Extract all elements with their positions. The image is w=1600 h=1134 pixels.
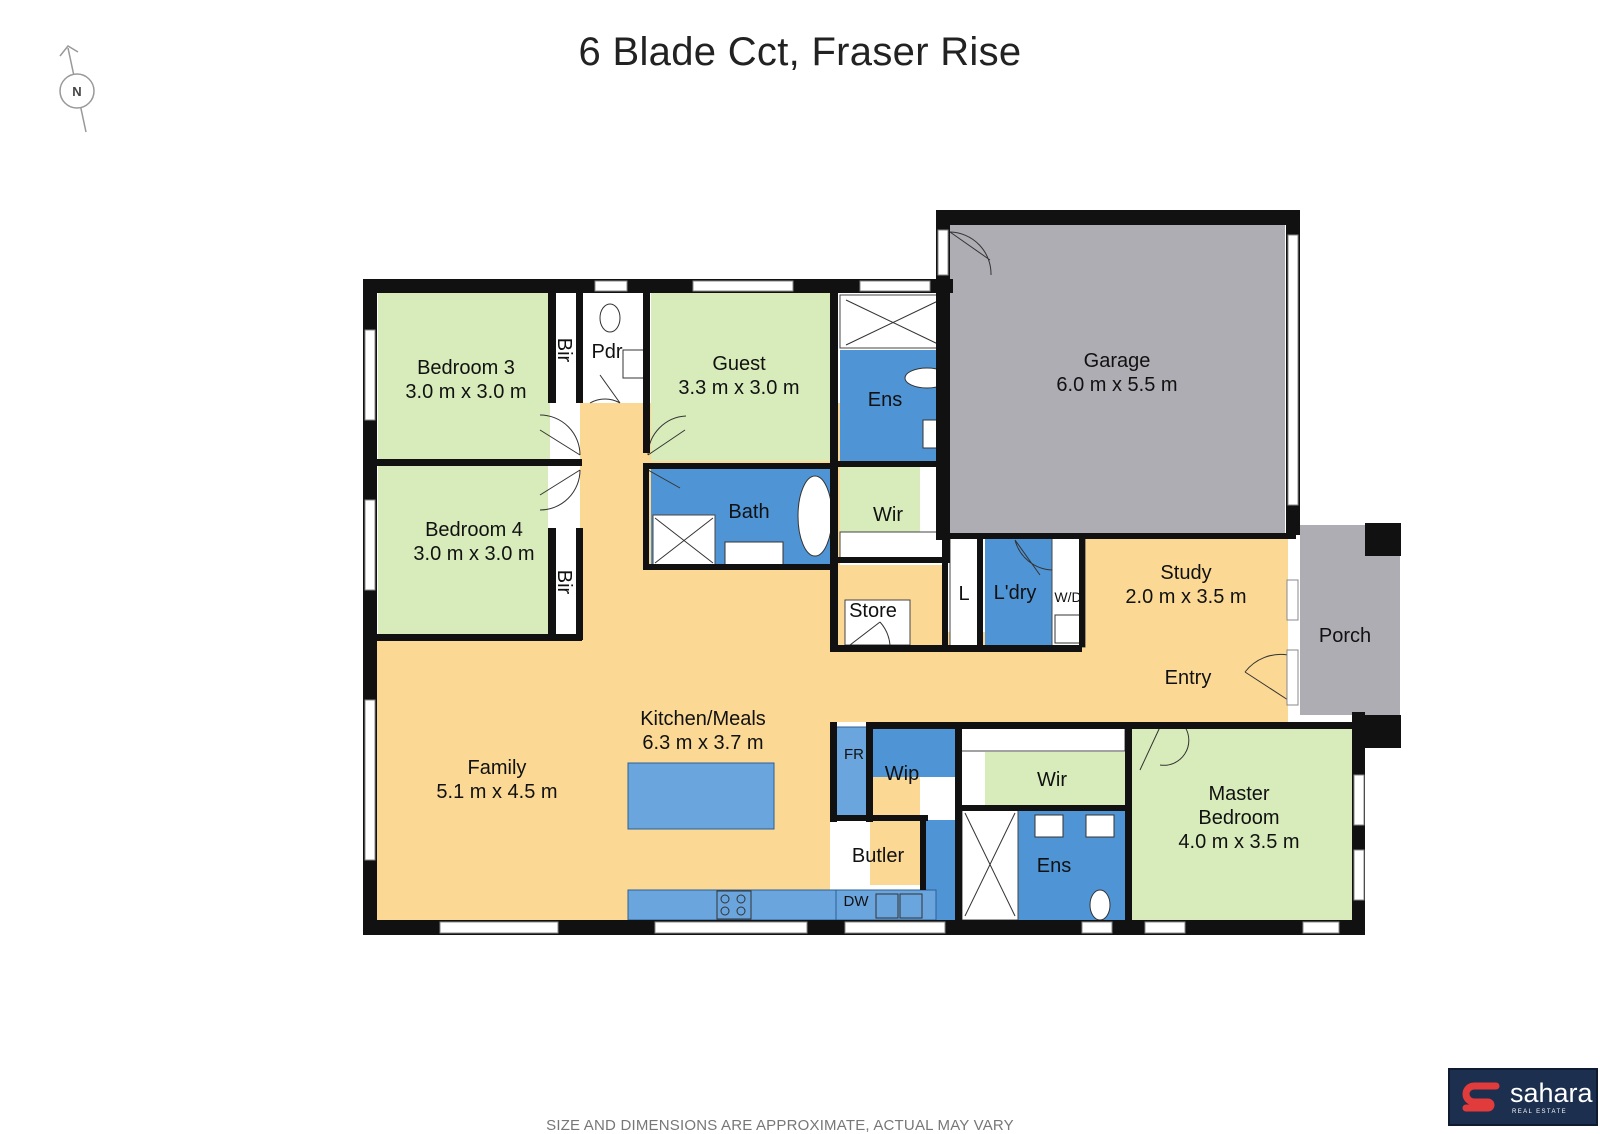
fridge-space (835, 726, 871, 820)
room-l: L (958, 583, 970, 605)
room-study: Study 2.0 m x 3.5 m (1125, 561, 1246, 609)
room-size: 3.3 m x 3.0 m (678, 377, 800, 399)
room-store: Store (849, 600, 897, 622)
room-size: 6.3 m x 3.7 m (642, 732, 764, 754)
kitchen-bench (627, 889, 837, 921)
room-name: Bedroom 3 (417, 357, 515, 379)
kitchen-island (627, 762, 775, 830)
north-arrow-icon: N (59, 45, 95, 133)
room-name: Master (1208, 783, 1270, 805)
brand-name: sahara (1510, 1078, 1593, 1108)
room-name: Study (1160, 562, 1212, 584)
cooktop-icon (720, 894, 730, 904)
brand-logo[interactable]: sahara REAL ESTATE (1448, 1068, 1598, 1126)
room-name: Kitchen/Meals (640, 708, 766, 730)
room-porch: Porch (1318, 625, 1372, 647)
room-bath: Bath (728, 501, 770, 523)
room-dw: DW (843, 893, 869, 910)
room-wir-1: Wir (873, 504, 903, 526)
room-size: 4.0 m x 3.5 m (1178, 831, 1300, 853)
garage-area (950, 225, 1285, 533)
room-butler: Butler (851, 845, 905, 867)
room-pdr: Pdr (591, 341, 623, 363)
svg-text:N: N (72, 84, 81, 99)
room-guest: Guest 3.3 m x 3.0 m (678, 352, 799, 400)
room-bedroom-4: Bedroom 4 3.0 m x 3.0 m (413, 518, 534, 566)
room-kitchen-meals: Kitchen/Meals 6.3 m x 3.7 m (640, 707, 766, 755)
disclaimer-text: SIZE AND DIMENSIONS ARE APPROXIMATE, ACT… (546, 1117, 1014, 1134)
room-name: Bedroom 4 (425, 519, 523, 541)
room-size: 3.0 m x 3.0 m (405, 381, 527, 403)
room-wip: Wip (884, 763, 920, 785)
room-name-2: Bedroom (1198, 807, 1280, 829)
room-name: Guest (712, 353, 766, 375)
windows (364, 229, 1365, 934)
room-entry: Entry (1164, 667, 1212, 689)
room-fr: FR (844, 746, 864, 763)
room-bedroom-3: Bedroom 3 3.0 m x 3.0 m (405, 356, 526, 404)
room-wd: W/D (1054, 589, 1082, 605)
room-garage: Garage 6.0 m x 5.5 m (1056, 349, 1177, 397)
room-size: 3.0 m x 3.0 m (413, 543, 535, 565)
room-ens-1: Ens (867, 389, 903, 411)
room-family: Family 5.1 m x 4.5 m (436, 756, 557, 804)
room-name: Family (467, 757, 527, 779)
fixtures (627, 726, 937, 921)
room-size: 5.1 m x 4.5 m (436, 781, 558, 803)
room-wir-2: Wir (1037, 769, 1067, 791)
room-laundry: L'dry (993, 582, 1037, 604)
sahara-logo-icon (1462, 1082, 1500, 1112)
room-bir-1: Bir (553, 337, 575, 363)
door-swings (539, 231, 1289, 771)
room-master-bedroom: Master Bedroom 4.0 m x 3.5 m (1178, 782, 1299, 854)
room-ens-2: Ens (1036, 855, 1072, 877)
brand-tagline: REAL ESTATE (1512, 1109, 1567, 1115)
bathtub-icon (797, 475, 833, 557)
bedroom-areas (378, 293, 1352, 920)
room-size: 2.0 m x 3.5 m (1125, 586, 1247, 608)
room-bir-2: Bir (553, 569, 575, 595)
room-name: Garage (1083, 350, 1151, 372)
room-size: 6.0 m x 5.5 m (1056, 374, 1178, 396)
porch-area (1300, 525, 1400, 715)
page-title: 6 Blade Cct, Fraser Rise (578, 30, 1022, 74)
